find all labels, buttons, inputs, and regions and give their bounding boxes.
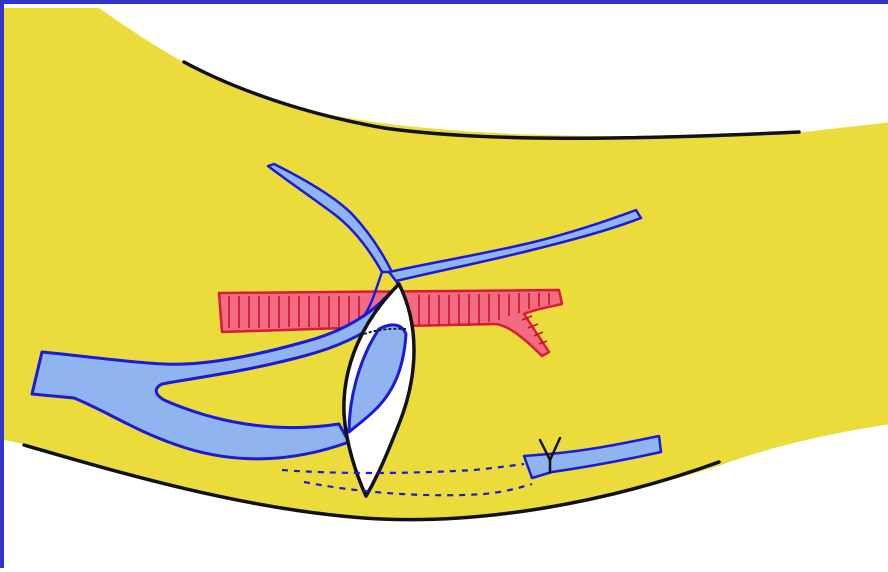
anatomy-diagram [4, 4, 888, 572]
